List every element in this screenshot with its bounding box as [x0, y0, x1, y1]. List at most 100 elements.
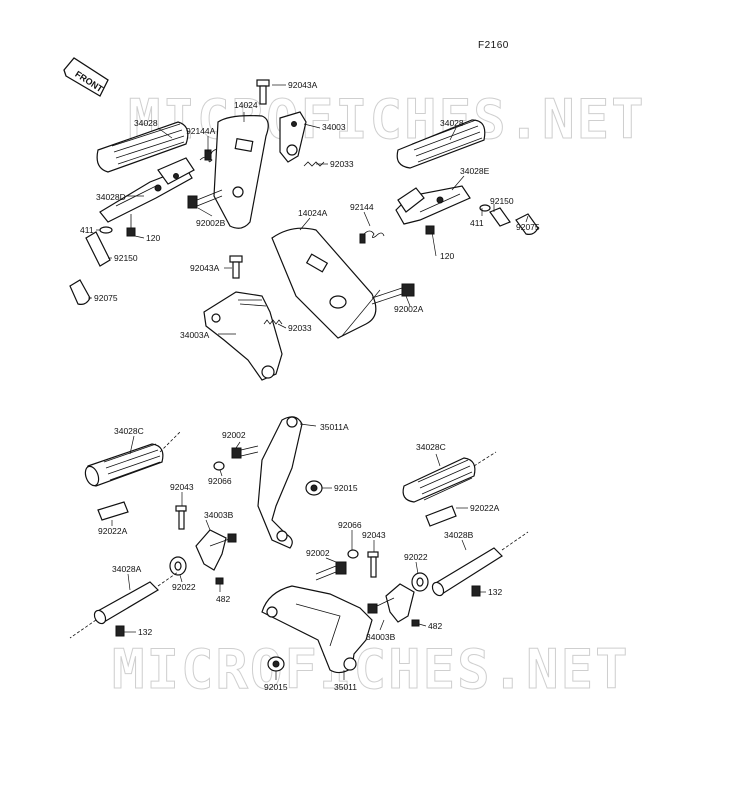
- footpeg-rubber-lower-right: [402, 451, 497, 503]
- footpeg-shaft-34028A: [69, 571, 179, 639]
- part-label-34028C-left: 34028C: [114, 426, 144, 436]
- part-label-35011: 35011: [334, 682, 357, 692]
- bolt-132-left: [115, 625, 125, 637]
- part-label-411-left: 411: [80, 225, 94, 235]
- part-label-34003B-2: 34003B: [366, 632, 396, 642]
- part-label-92043-2: 92043: [362, 530, 386, 540]
- watermark-top: MICROFICHES.NET: [128, 88, 646, 151]
- part-label-34028E: 34028E: [460, 166, 490, 176]
- spring-92033-top: [303, 161, 325, 167]
- bracket-34003B-lower: [367, 583, 415, 623]
- part-label-92150-left: 92150: [114, 253, 138, 263]
- part-label-92075-left: 92075: [94, 293, 118, 303]
- part-label-92043-1: 92043: [170, 482, 194, 492]
- bracket-34003B-upper: [195, 529, 237, 571]
- nut-92066-lower: [347, 549, 359, 559]
- part-label-92075-right: 92075: [516, 222, 540, 232]
- part-label-482-1: 482: [216, 594, 230, 604]
- part-label-92150-right: 92150: [490, 196, 514, 206]
- part-label-92144A: 92144A: [186, 126, 216, 136]
- bracket-35011A: [257, 416, 303, 549]
- pin-92150-right: [489, 207, 511, 227]
- cap-92075-left: [69, 279, 91, 305]
- part-label-34003: 34003: [322, 122, 346, 132]
- part-label-92022A-left: 92022A: [98, 526, 128, 536]
- bracket-34003A: [203, 291, 283, 381]
- footpeg-rubber-lower-left: [84, 431, 181, 487]
- part-label-482-2: 482: [428, 621, 442, 631]
- spring-92144: [359, 230, 385, 244]
- footpeg-rubber-upper-left: [96, 121, 189, 173]
- bracket-35011: [261, 585, 373, 674]
- part-label-14024A: 14024A: [298, 208, 328, 218]
- part-label-34028C-right: 34028C: [416, 442, 446, 452]
- part-label-92022A-right: 92022A: [470, 503, 500, 513]
- part-label-92033-2: 92033: [288, 323, 312, 333]
- part-labels: 92043A 14024 34028 92144A 34003 92033 34…: [80, 80, 540, 692]
- cap-92075-right: [515, 213, 539, 235]
- part-label-132-right: 132: [488, 587, 502, 597]
- part-label-92066-1: 92066: [208, 476, 232, 486]
- nut-92015-upper: [305, 480, 323, 496]
- footpeg-shaft-34028B: [431, 531, 529, 597]
- pad-92022A-right: [425, 505, 457, 527]
- heel-plate-14024A: [271, 227, 377, 339]
- pad-92022A-left: [97, 501, 129, 521]
- part-label-120-right: 120: [440, 251, 454, 261]
- footpeg-bracket-upper-right: [395, 185, 471, 225]
- part-label-92066-2: 92066: [338, 520, 362, 530]
- bolt-132-right: [471, 585, 481, 597]
- part-label-92022-left: 92022: [172, 582, 196, 592]
- watermark-bottom: MICROFICHES.NET: [112, 638, 630, 701]
- heel-plate-14024: [213, 115, 269, 229]
- part-label-92022-right: 92022: [404, 552, 428, 562]
- bolt-482-lower: [411, 619, 420, 627]
- part-label-92144: 92144: [350, 202, 374, 212]
- bolt-92002A: [371, 283, 415, 305]
- bolt-92002B: [187, 189, 223, 209]
- bolt-120-left: [126, 214, 136, 237]
- bolt-92043-left: [175, 505, 187, 530]
- bolt-482-upper: [215, 577, 224, 585]
- nut-92015-lower: [267, 656, 285, 672]
- part-label-35011A: 35011A: [320, 422, 349, 432]
- part-label-34028-right: 34028: [440, 118, 464, 128]
- part-label-92043A-2: 92043A: [190, 263, 220, 273]
- leader-lines: [88, 84, 529, 680]
- part-label-92033-1: 92033: [330, 159, 354, 169]
- washer-92022-right: [411, 572, 429, 592]
- part-label-92002B: 92002B: [196, 218, 226, 228]
- diagram-code: F2160: [478, 40, 509, 51]
- nut-92066-upper: [213, 461, 225, 471]
- washer-411-left: [99, 226, 113, 234]
- bolt-92043-right: [367, 551, 379, 578]
- washer-411-right: [479, 204, 491, 212]
- part-label-34003B-1: 34003B: [204, 510, 234, 520]
- footpeg-rubber-upper-right: [396, 119, 486, 169]
- part-label-34028D: 34028D: [96, 192, 126, 202]
- spring-92033-mid: [263, 319, 283, 325]
- part-label-34028B: 34028B: [444, 530, 474, 540]
- washer-92022-left: [169, 556, 187, 576]
- part-label-34028-left: 34028: [134, 118, 158, 128]
- part-label-92015-2: 92015: [264, 682, 288, 692]
- part-label-92002-1: 92002: [222, 430, 246, 440]
- part-label-92015-1: 92015: [334, 483, 358, 493]
- part-label-92002A: 92002A: [394, 304, 424, 314]
- bolt-120-right: [425, 225, 435, 235]
- footpeg-bracket-upper-left: [99, 157, 195, 223]
- part-label-92043A-1: 92043A: [288, 80, 318, 90]
- bolt-92043A-top: [256, 79, 270, 105]
- part-label-411-right: 411: [470, 218, 484, 228]
- pin-92150-left: [85, 231, 111, 267]
- bolt-92002-lower: [315, 561, 347, 581]
- bolt-92043A-mid: [229, 255, 243, 279]
- part-label-34028A: 34028A: [112, 564, 142, 574]
- part-label-34003A: 34003A: [180, 330, 210, 340]
- bolt-92002-upper: [231, 445, 259, 459]
- part-label-132-left: 132: [138, 627, 152, 637]
- bracket-34003: [279, 111, 307, 163]
- part-label-14024: 14024: [234, 100, 258, 110]
